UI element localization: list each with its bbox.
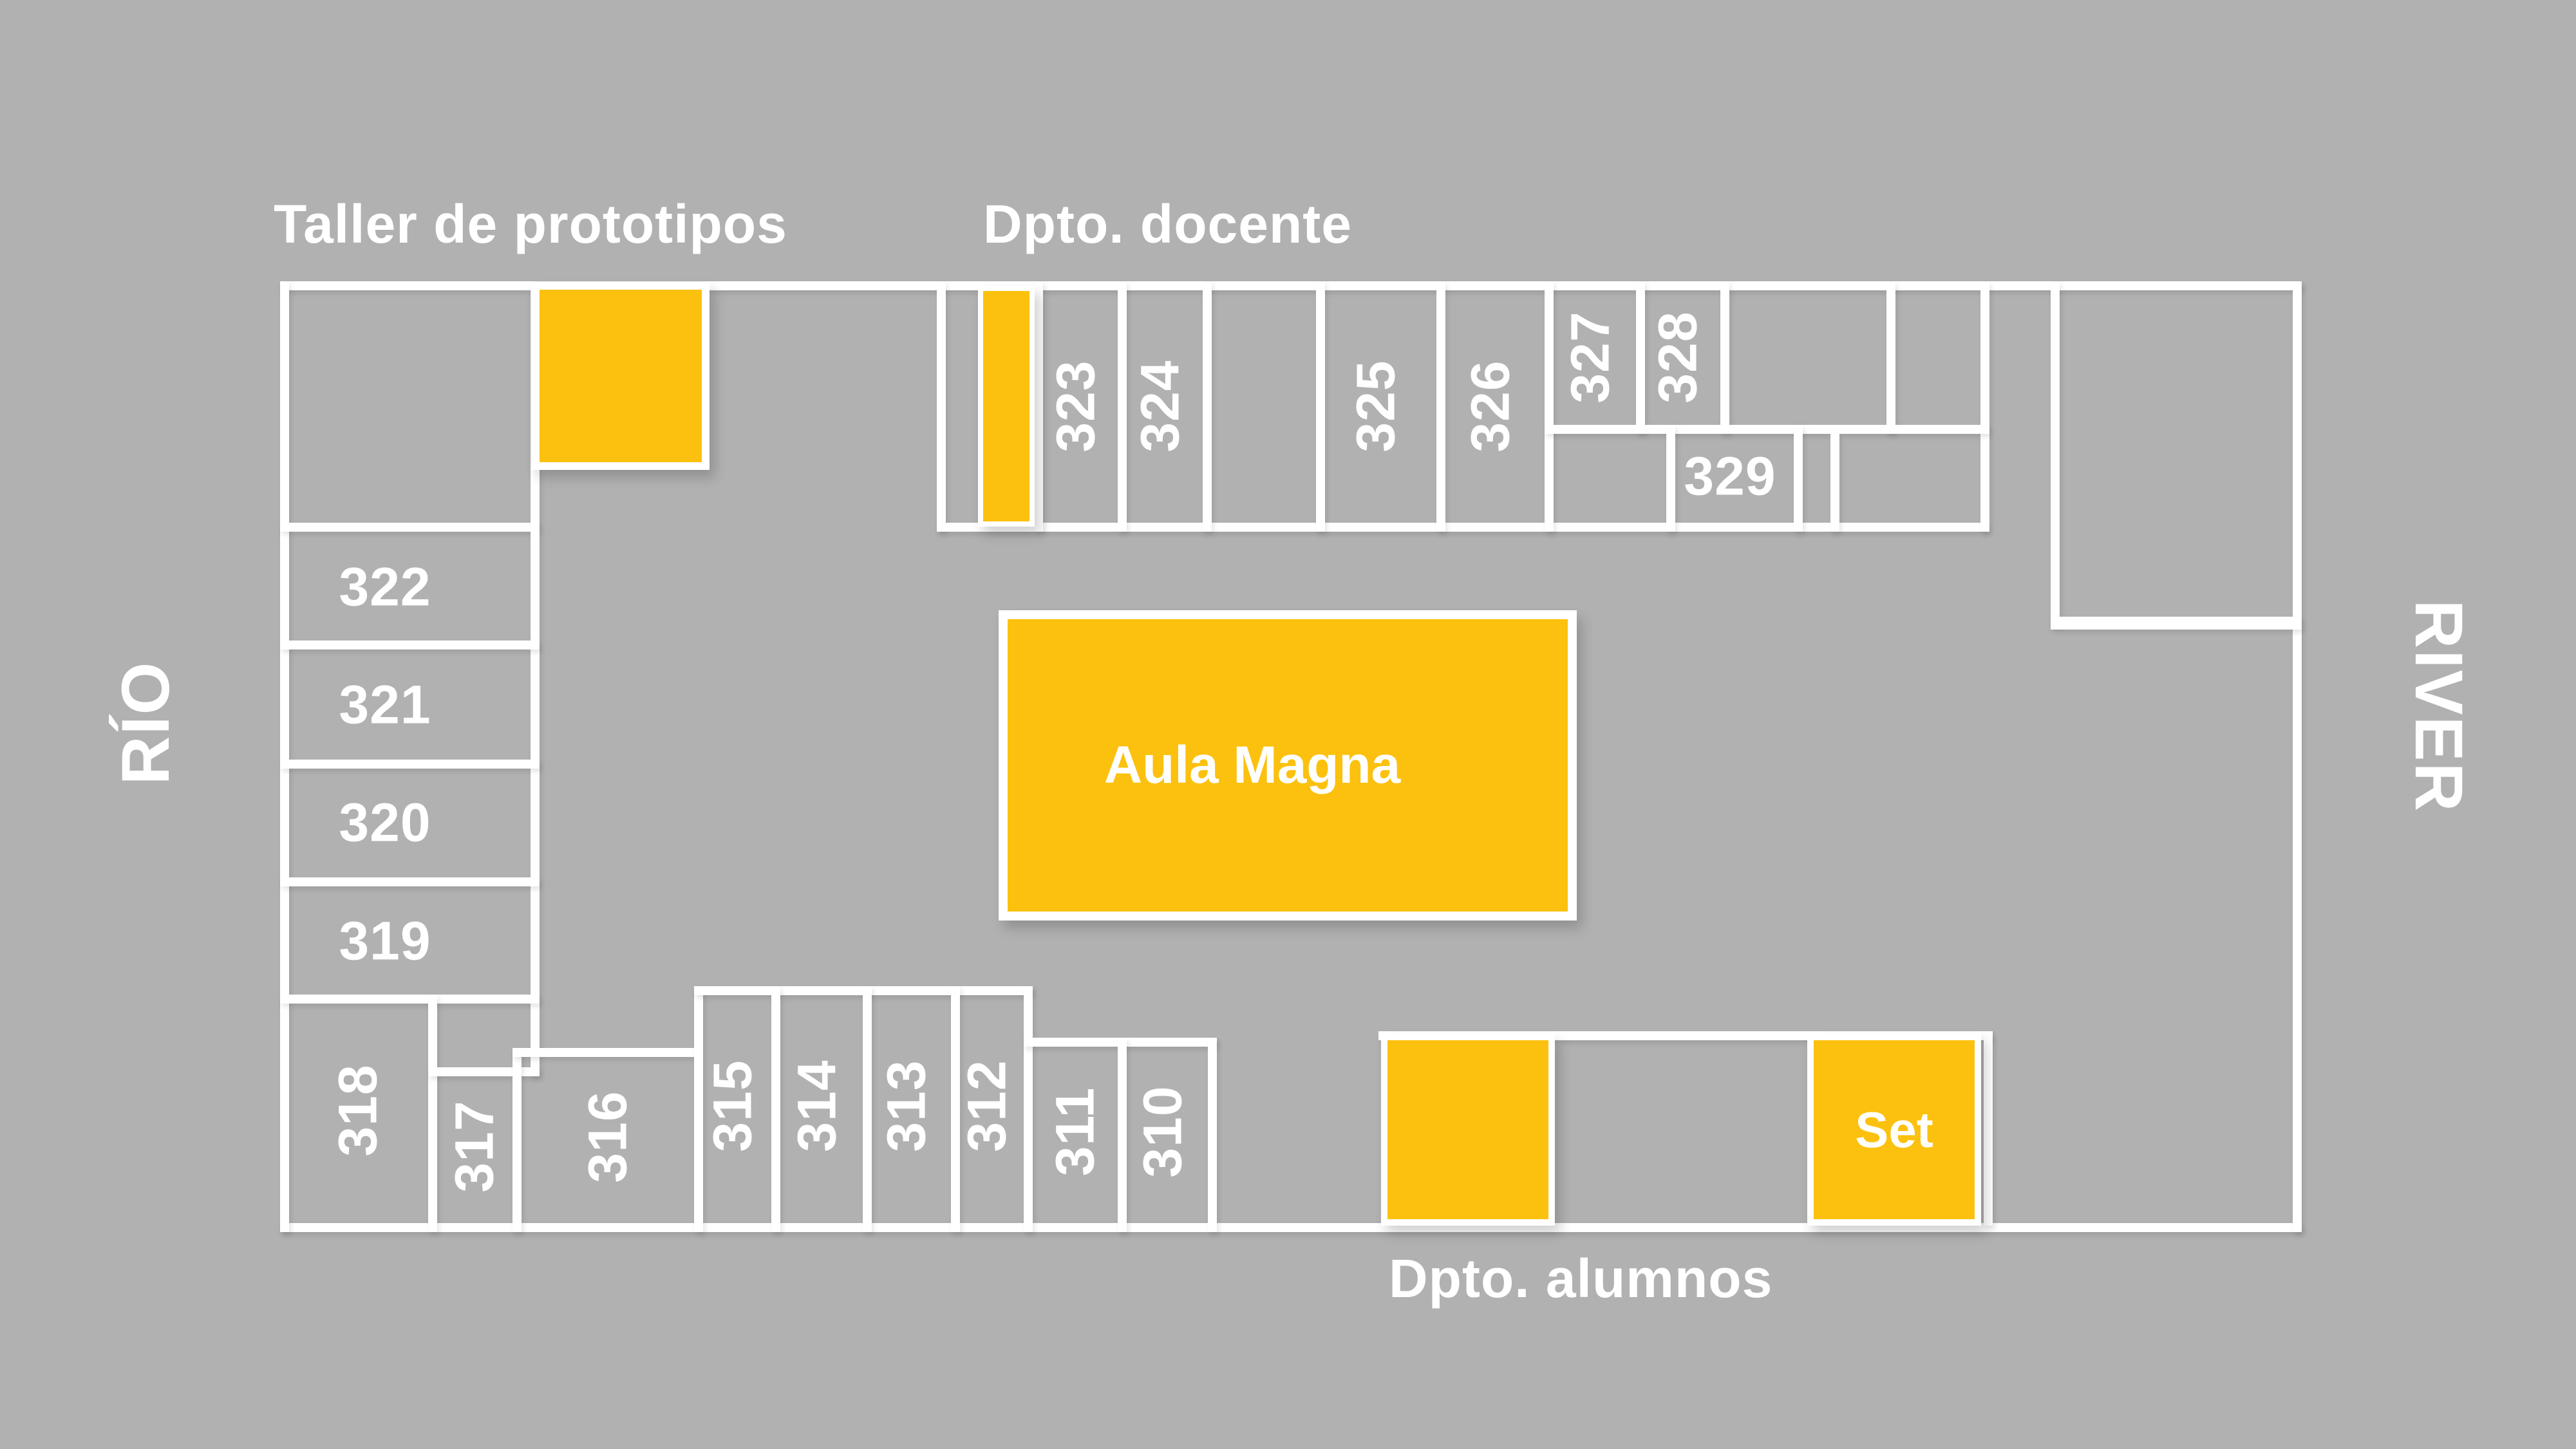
wall-segment [1984, 1031, 1993, 1226]
wall-segment [1666, 425, 1675, 532]
wall-segment [1980, 281, 1989, 532]
room-315-label: 315 [702, 1060, 763, 1152]
room-324-label: 324 [1129, 360, 1190, 453]
wall-segment [428, 995, 437, 1232]
room-320-label: 320 [339, 792, 431, 853]
title-dpto-docente: Dpto. docente [983, 194, 1352, 254]
wall-segment [951, 986, 960, 1232]
set-room: Set [1807, 1034, 1981, 1226]
taller-de-prototipos-room [532, 282, 710, 470]
wall-segment [1886, 281, 1895, 434]
wall-segment [280, 877, 540, 886]
room-311-label: 311 [1044, 1087, 1105, 1177]
room-328-label: 328 [1647, 311, 1708, 404]
wall-segment [1636, 281, 1645, 434]
aula-magna-room: Aula Magna [999, 610, 1577, 921]
wall-segment [1203, 281, 1212, 532]
wall-segment [863, 986, 872, 1232]
wall-segment [280, 523, 540, 532]
room-321-label: 321 [339, 674, 431, 735]
wall-segment [2051, 617, 2302, 630]
wall-segment [771, 986, 780, 1232]
river-side-label: RIVER [2401, 599, 2476, 813]
room-310-label: 310 [1132, 1085, 1193, 1178]
docente-highlight-strip [978, 286, 1035, 527]
wall-segment [512, 1048, 697, 1057]
room-318-label: 318 [327, 1064, 388, 1157]
room-313-label: 313 [876, 1060, 937, 1152]
rio-side-label: RÍO [108, 660, 183, 785]
wall-segment [1034, 281, 1043, 532]
room-312-label: 312 [956, 1060, 1017, 1152]
wall-segment [428, 1067, 540, 1076]
wall-segment [280, 640, 540, 650]
outer-wall-bottom [280, 1223, 2302, 1232]
wall-segment [1794, 425, 1803, 532]
wall-segment [1024, 986, 1033, 1232]
wall-segment [937, 281, 946, 532]
wall-segment [1118, 1038, 1127, 1232]
alumnos-highlight-room [1381, 1034, 1555, 1226]
wall-segment [937, 523, 1988, 532]
title-dpto-alumnos: Dpto. alumnos [1389, 1248, 1773, 1309]
title-taller-de-prototipos: Taller de prototipos [274, 194, 787, 254]
set-label: Set [1855, 1101, 1933, 1158]
wall-segment [1720, 281, 1729, 434]
room-326-label: 326 [1460, 360, 1521, 453]
wall-segment [280, 760, 540, 769]
room-319-label: 319 [339, 910, 431, 971]
outer-wall-top [280, 281, 2302, 290]
room-327-label: 327 [1559, 311, 1621, 404]
wall-segment [1208, 1038, 1217, 1232]
outer-wall-right [2293, 281, 2302, 1232]
room-317-label: 317 [444, 1100, 505, 1193]
wall-segment [1316, 281, 1325, 532]
wall-segment [1545, 425, 1989, 434]
room-316-label: 316 [577, 1090, 638, 1183]
room-314-label: 314 [786, 1060, 847, 1152]
room-325-label: 325 [1345, 360, 1406, 453]
wall-segment [512, 1048, 522, 1232]
wall-segment [1118, 281, 1127, 532]
wall-segment [1436, 281, 1445, 532]
room-322-label: 322 [339, 556, 431, 617]
wall-segment [2051, 281, 2060, 626]
aula-magna-label: Aula Magna [1104, 736, 1401, 794]
wall-segment [1830, 434, 1839, 532]
wall-segment [694, 986, 703, 1232]
room-323-label: 323 [1045, 360, 1106, 453]
room-329-label: 329 [1684, 445, 1776, 507]
outer-wall-left [280, 281, 289, 1232]
wall-segment [280, 995, 540, 1004]
wall-segment [1545, 281, 1554, 532]
